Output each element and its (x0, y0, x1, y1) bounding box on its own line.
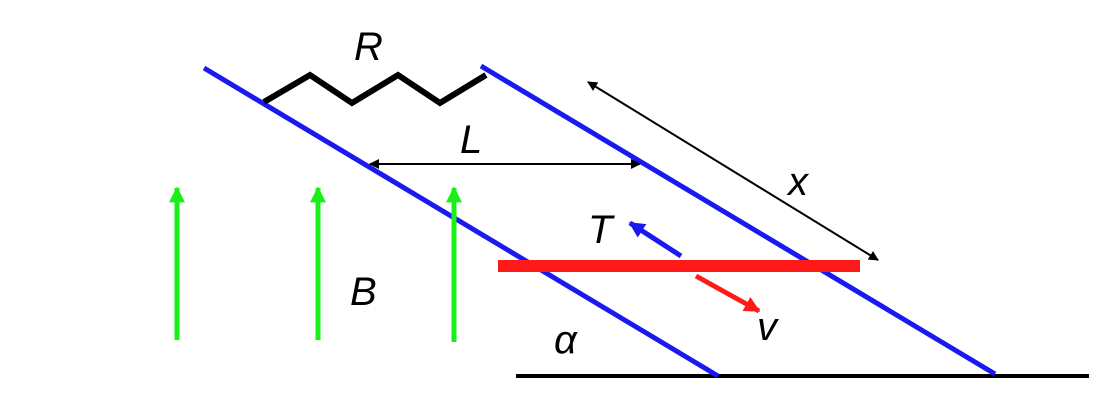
velocity-label: v (757, 305, 779, 349)
distance-label: x (786, 160, 810, 204)
velocity-arrow (694, 273, 761, 314)
resistor (262, 71, 488, 107)
field-label: B (350, 270, 377, 314)
resistor-label: R (354, 25, 383, 69)
spacing-label: L (460, 118, 482, 162)
distance-arrow (587, 81, 879, 261)
left-rail (202, 65, 720, 379)
angle-label: α (554, 318, 578, 362)
tension-label: T (588, 208, 615, 252)
tension-arrow (628, 220, 683, 259)
